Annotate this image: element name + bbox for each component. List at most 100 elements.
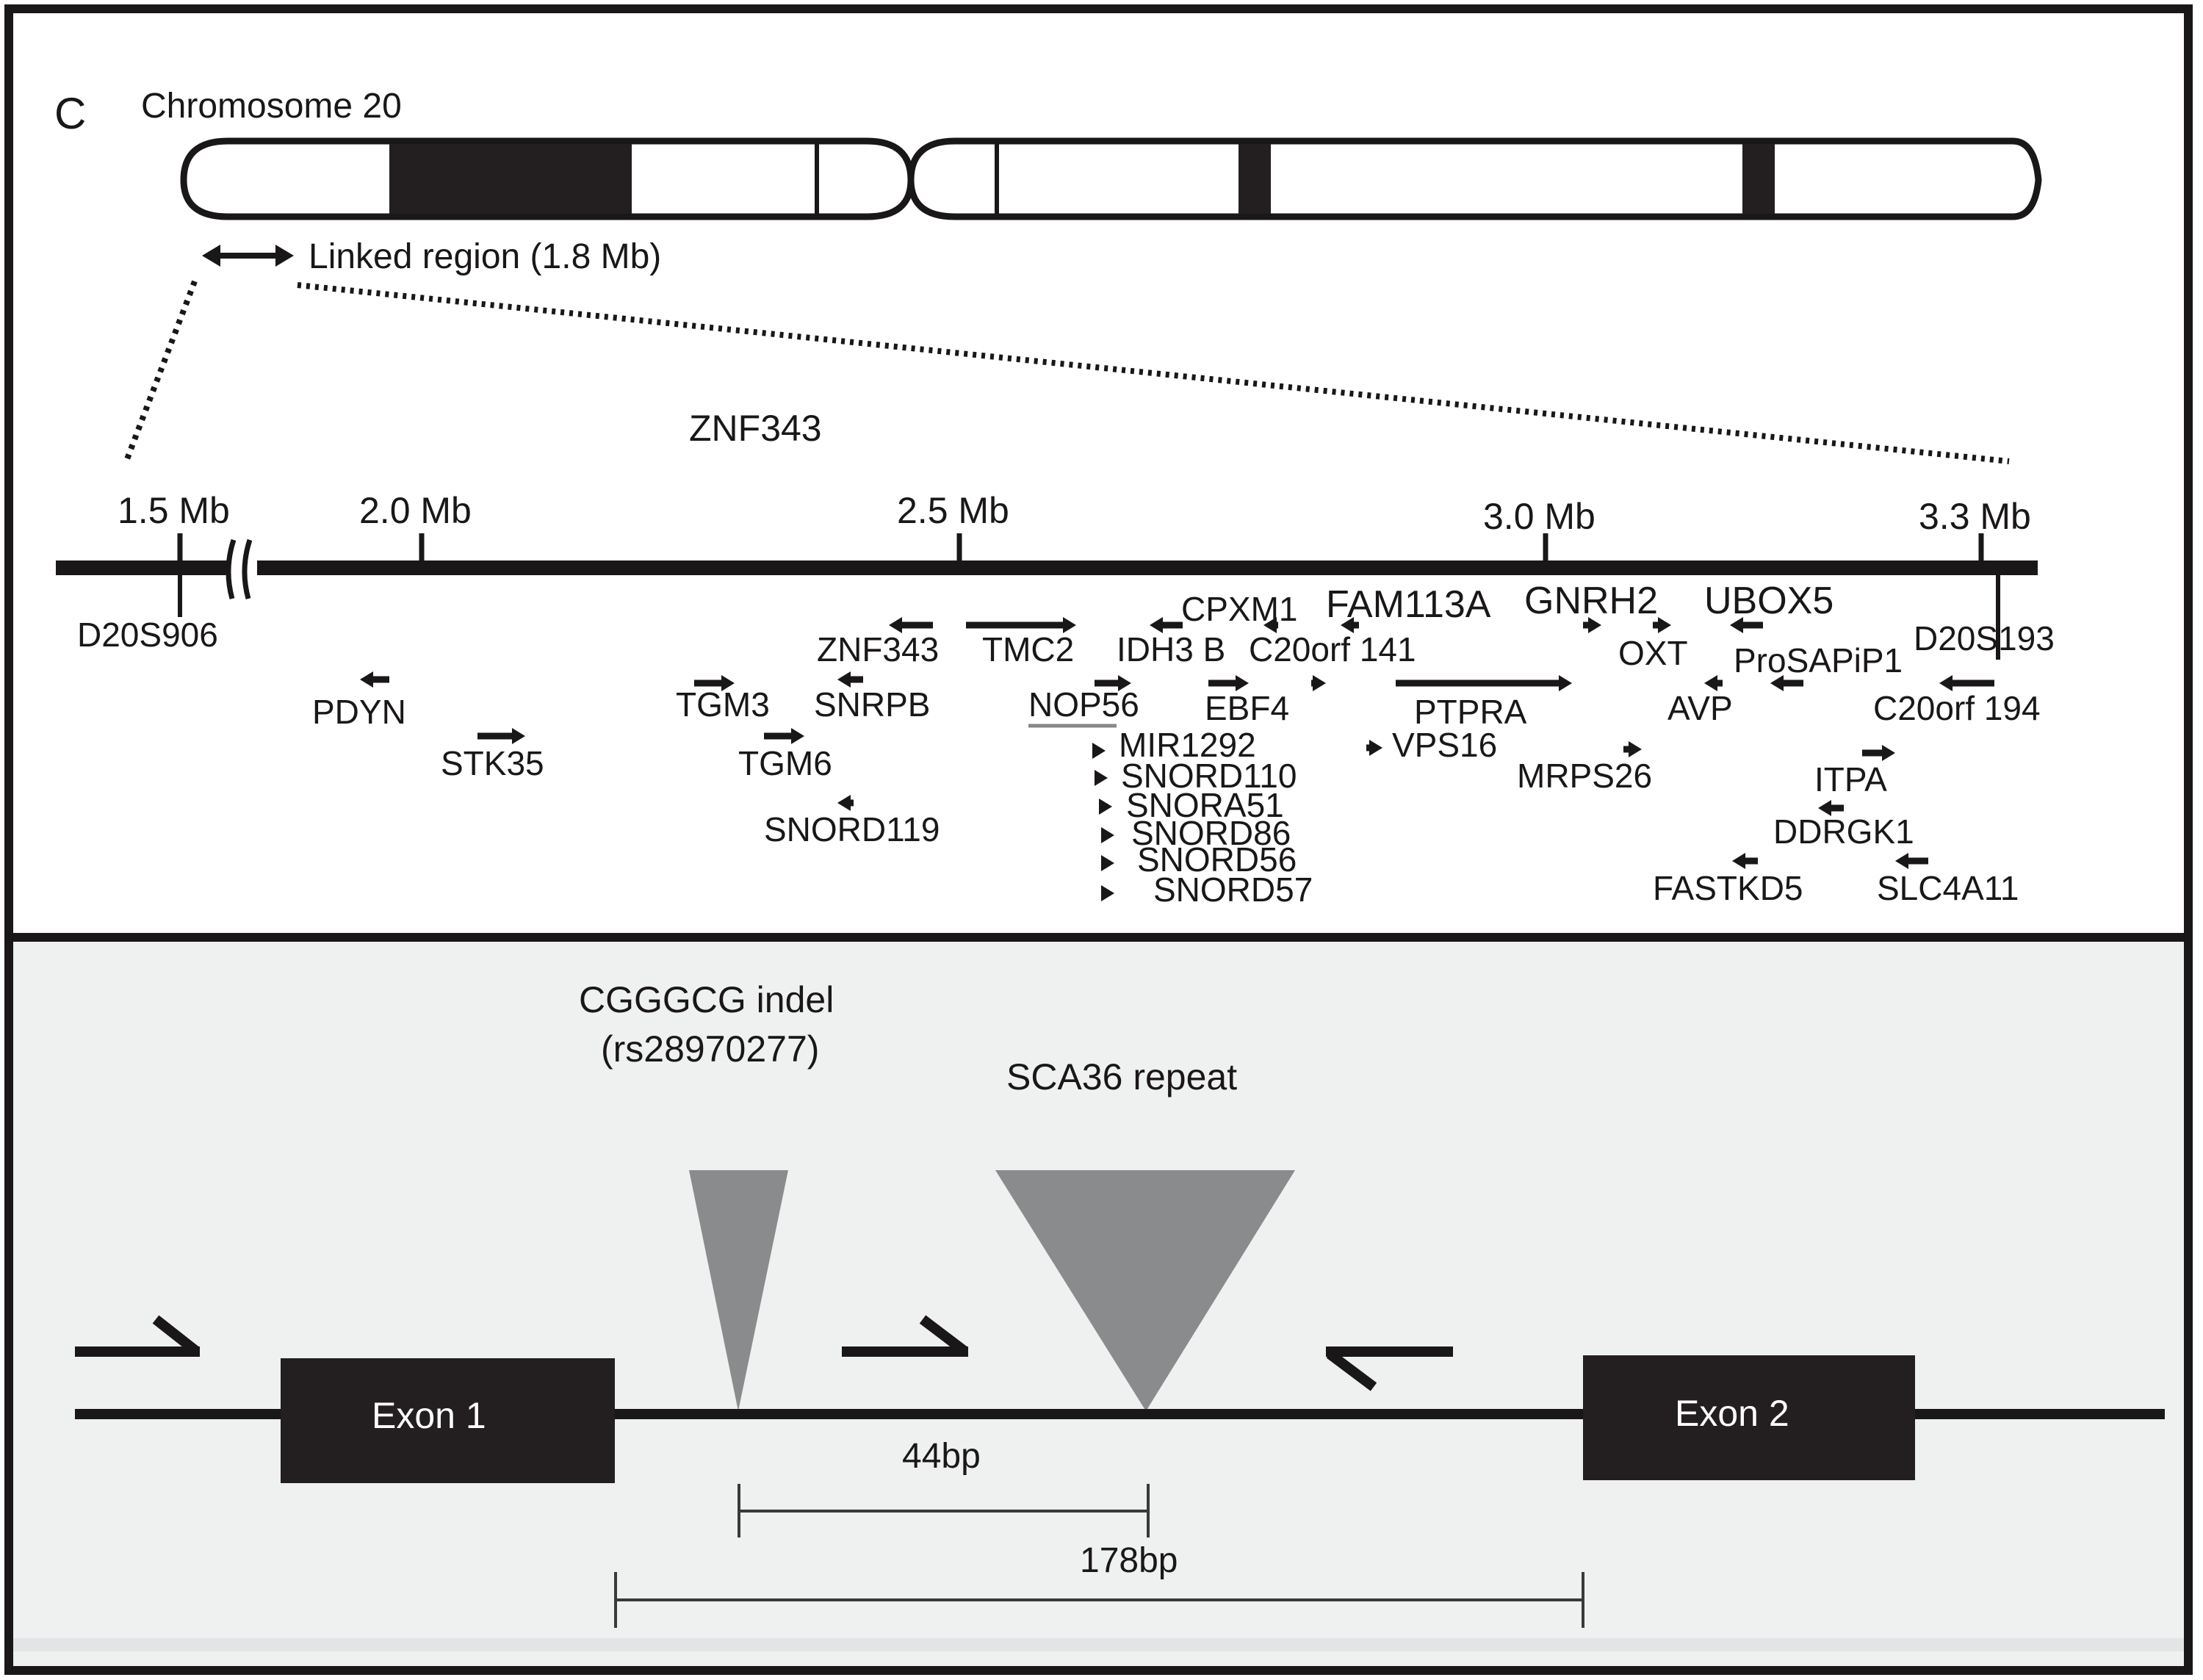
gene-label: PDYN (312, 693, 406, 731)
gene-label: UBOX5 (1704, 580, 1834, 622)
band-q-dark-2 (1742, 144, 1775, 214)
gene-tgm3: TGM3 (676, 675, 770, 724)
gene-c20orf-194: C20orf 194 (1873, 675, 2041, 727)
gene-prosapip1: ProSAPiP1 (1734, 641, 1903, 691)
gene-snord110: SNORD110 (1095, 757, 1297, 795)
scale-tick-label: 2.0 Mb (359, 490, 472, 531)
gene-snord119: SNORD119 (764, 795, 940, 848)
arrow-right-icon (1623, 741, 1642, 757)
gene-label: FASTKD5 (1653, 869, 1803, 907)
arrow-left-icon (1341, 617, 1359, 633)
arrow-left-icon (1732, 853, 1758, 869)
gene-label: ProSAPiP1 (1734, 641, 1903, 679)
gene-snrpb: SNRPB (814, 671, 930, 724)
gene-label: IDH3 B (1117, 630, 1225, 668)
gene-label: TGM6 (738, 744, 832, 782)
arrow-left-icon (1818, 800, 1844, 816)
distance-178bp-label: 178bp (1080, 1541, 1178, 1580)
scale-tick-label: 3.3 Mb (1919, 496, 2031, 537)
arrow-right-icon (1396, 675, 1572, 691)
scale-bar (56, 560, 2038, 575)
arrow-left-icon (1150, 617, 1183, 633)
gene-fastkd5: FASTKD5 (1653, 853, 1803, 907)
scale-tick-label: 2.5 Mb (897, 490, 1009, 531)
arrow-right-icon (1653, 617, 1671, 633)
gene-snord86: SNORD86 (1101, 814, 1291, 852)
highlight-gene-label: ZNF343 (689, 408, 822, 449)
scale-tick-label: 3.0 Mb (1483, 496, 1596, 537)
gene-mir1292: MIR1292 (1092, 726, 1256, 764)
gene-gnrh2: GNRH2 (1524, 580, 1658, 633)
reverse-primer-icon (1326, 1346, 1453, 1391)
arrow-right-icon (1583, 617, 1601, 633)
distance-bracket-44bp (738, 1484, 1150, 1537)
forward-primer-2-icon (842, 1315, 969, 1357)
arrow-right-icon (1101, 827, 1114, 843)
chromosome-ideogram (180, 137, 2042, 220)
gene-label: ZNF343 (817, 630, 939, 668)
distance-bracket-178bp (614, 1572, 1584, 1628)
chromosome-q-arm (907, 137, 2042, 220)
arrow-left-icon (1704, 675, 1723, 691)
arrow-left-icon (1263, 617, 1278, 633)
arrow-right-icon (694, 675, 735, 691)
arrow-right-icon (1366, 740, 1382, 756)
arrow-left-icon (837, 671, 863, 688)
gene-pdyn: PDYN (312, 671, 406, 731)
gene-label: SNRPB (814, 685, 930, 724)
gene-itpa: ITPA (1814, 745, 1895, 798)
gene-fam113a: FAM113A (1326, 583, 1491, 633)
gene-oxt: OXT (1618, 617, 1688, 672)
gene-ebf4: EBF4 (1205, 675, 1289, 727)
repeat-label: SCA36 repeat (1006, 1056, 1237, 1097)
gene-tmc2: TMC2 (966, 617, 1076, 668)
arrow-right-icon (1095, 675, 1131, 691)
gene-ddrgk1: DDRGK1 (1773, 800, 1914, 851)
arrow-right-icon (1311, 675, 1326, 691)
arrow-left-icon (889, 617, 933, 633)
band-q-dark-1 (1238, 144, 1271, 214)
arrow-left-icon (1730, 617, 1763, 633)
indel-insertion-triangle (689, 1170, 788, 1411)
gene-label: TMC2 (982, 630, 1074, 668)
arrow-left-icon (1895, 853, 1928, 869)
arrow-right-icon (1208, 675, 1249, 691)
arrow-left-icon (1770, 675, 1803, 691)
gene-label: SNORA51 (1126, 786, 1284, 824)
gene-mrps26: MRPS26 (1517, 741, 1652, 795)
arrow-right-icon (1862, 745, 1895, 761)
gene-ptpra: PTPRA (1396, 675, 1572, 731)
gene-label: FAM113A (1326, 583, 1491, 626)
panel-letter: C (54, 89, 86, 138)
linked-region-label: Linked region (1.8 Mb) (309, 237, 661, 276)
gene-label: SNORD110 (1121, 757, 1297, 795)
forward-primer-1-icon (75, 1315, 201, 1357)
arrow-left-icon (360, 671, 389, 688)
gene-label: NOP56 (1028, 685, 1139, 724)
arrow-right-icon (1101, 885, 1114, 901)
linked-region-arrow (202, 245, 294, 267)
indel-label-line1: CGGGCG indel (579, 979, 834, 1020)
gene-label: OXT (1618, 634, 1688, 672)
gene-label: SNORD56 (1137, 840, 1297, 879)
gene-slc4a11: SLC4A11 (1877, 853, 2019, 907)
gene-ubox5: UBOX5 (1704, 580, 1834, 633)
distance-44bp-label: 44bp (902, 1437, 981, 1476)
gene-snord57: SNORD57 (1101, 870, 1313, 909)
gene-label: SNORD86 (1131, 814, 1291, 852)
arrow-right-icon (1095, 770, 1108, 786)
gene-label: MRPS26 (1517, 757, 1652, 795)
gene-label: SNORD119 (764, 810, 940, 848)
exon-2 (1583, 1355, 1915, 1480)
gene-znf343: ZNF343 (817, 617, 939, 668)
gene-label: ITPA (1814, 760, 1887, 798)
exon-2-label: Exon 2 (1675, 1393, 1789, 1434)
gene-label: SLC4A11 (1877, 869, 2019, 907)
gene-label: AVP (1667, 689, 1733, 727)
gene-idh3-b: IDH3 B (1117, 617, 1225, 668)
arrow-left-icon (837, 795, 854, 811)
axis-break-icon (226, 538, 257, 599)
gene-cpxm1: CPXM1 (1181, 590, 1297, 633)
gene-avp: AVP (1667, 675, 1733, 727)
